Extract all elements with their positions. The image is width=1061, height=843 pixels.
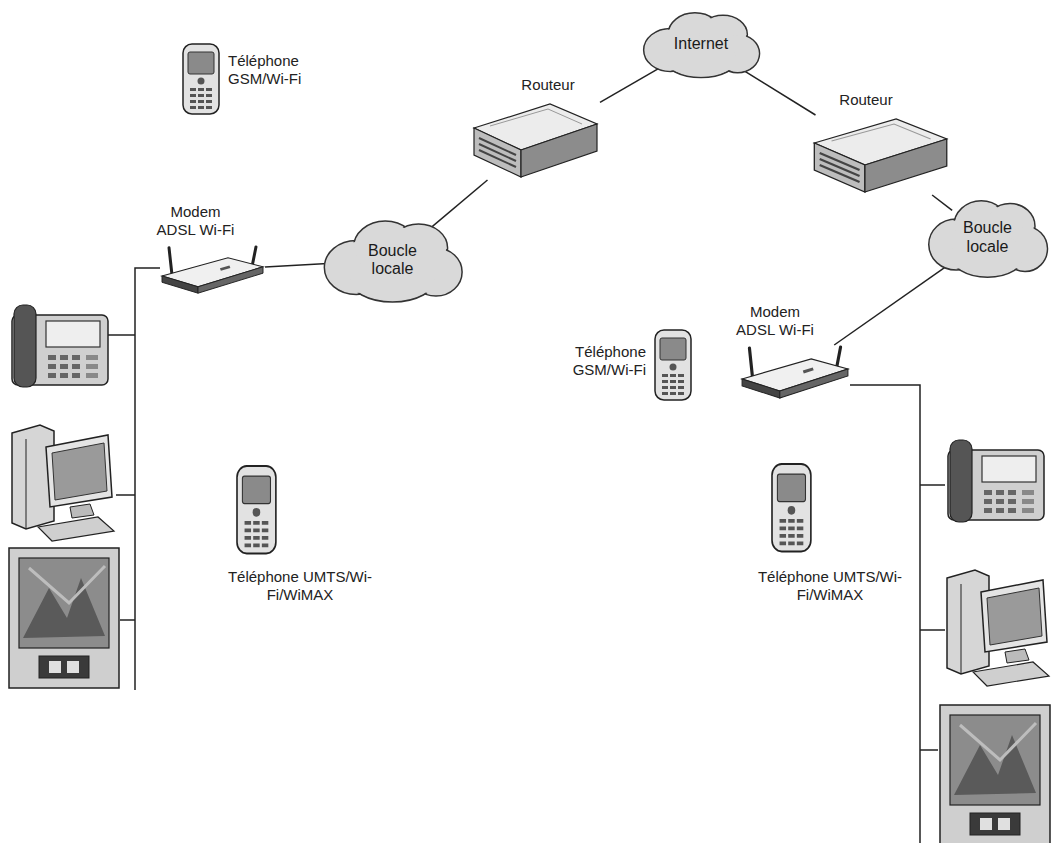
cloud-label: Boucle locale <box>353 242 433 279</box>
phone-label: Téléphone UMTS/Wi-Fi/WiMAX <box>225 568 375 604</box>
device-label: Modem ADSL Wi-Fi <box>732 303 818 339</box>
network-link <box>737 66 816 115</box>
phone-label: Téléphone UMTS/Wi-Fi/WiMAX <box>755 568 905 604</box>
network-link <box>932 195 952 210</box>
modem-device: Modem ADSL Wi-Fi <box>740 345 850 400</box>
device-label: Routeur <box>821 91 911 109</box>
network-link <box>429 180 488 229</box>
network-cloud: Boucle locale <box>320 215 465 305</box>
network-link <box>834 264 950 345</box>
modem-device: Modem ADSL Wi-Fi <box>160 245 265 295</box>
phone-label: Téléphone GSM/Wi-Fi <box>556 343 646 379</box>
network-cloud: Boucle locale <box>925 195 1050 280</box>
network-cloud: Internet <box>640 8 762 80</box>
network-link <box>265 264 328 267</box>
router-device: Routeur <box>470 100 600 180</box>
device-label: Modem ADSL Wi-Fi <box>153 203 239 239</box>
network-link <box>600 66 664 103</box>
cloud-label: Boucle locale <box>948 219 1028 256</box>
device-label: Routeur <box>503 76 593 94</box>
phone-label: Téléphone GSM/Wi-Fi <box>228 52 318 88</box>
cloud-label: Internet <box>674 35 728 53</box>
router-device: Routeur <box>810 115 950 195</box>
